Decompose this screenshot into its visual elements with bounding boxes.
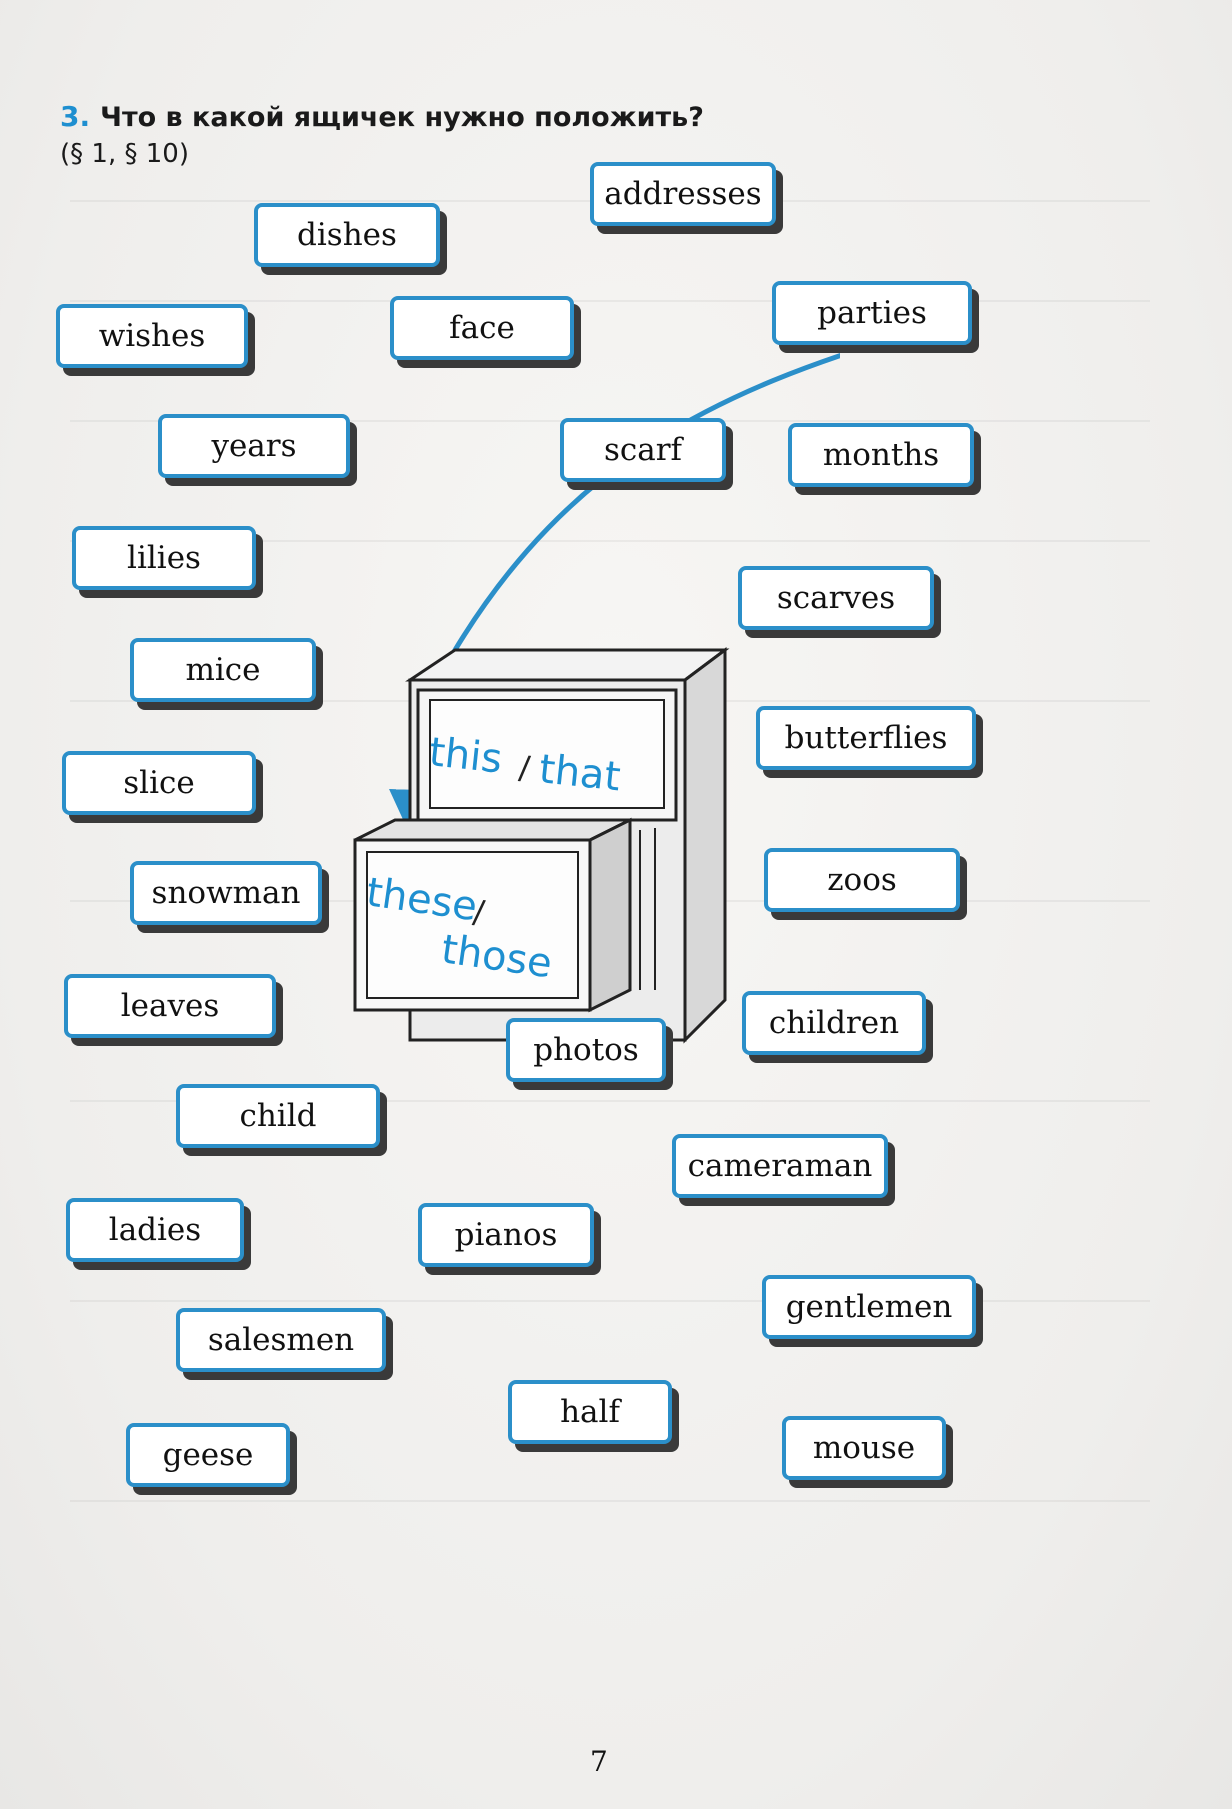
exercise-title: Что в какой ящичек нужно положить? [100,102,704,133]
word-card-months[interactable]: months [788,423,974,487]
word-card-butterflies[interactable]: butterflies [756,706,976,770]
word-card-addresses[interactable]: addresses [590,162,776,226]
page-number: 7 [590,1745,608,1778]
word-card-gentlemen[interactable]: gentlemen [762,1275,976,1339]
word-card-half[interactable]: half [508,1380,672,1444]
word-card-mouse[interactable]: mouse [782,1416,946,1480]
bleed-line [70,300,1150,302]
drawer-illustration: this / that these / those [353,352,840,1044]
bleed-line [70,1500,1150,1502]
word-card-mice[interactable]: mice [130,638,316,702]
word-card-pianos[interactable]: pianos [418,1203,594,1267]
bleed-line [70,1100,1150,1102]
top-drawer-label-separator: / [517,748,532,787]
word-card-snowman[interactable]: snowman [130,861,322,925]
word-card-leaves[interactable]: leaves [64,974,276,1038]
word-card-dishes[interactable]: dishes [254,203,440,267]
word-card-cameraman[interactable]: cameraman [672,1134,888,1198]
word-card-photos[interactable]: photos [506,1018,666,1082]
exercise-header: 3. Что в какой ящичек нужно положить? (§ … [60,100,704,169]
cabinet [353,647,730,1044]
word-card-parties[interactable]: parties [772,281,972,345]
word-card-slice[interactable]: slice [62,751,256,815]
word-card-scarf[interactable]: scarf [560,418,726,482]
top-drawer-label-this: this [427,729,504,782]
word-card-child[interactable]: child [176,1084,380,1148]
word-card-children[interactable]: children [742,991,926,1055]
word-card-lilies[interactable]: lilies [72,526,256,590]
word-card-geese[interactable]: geese [126,1423,290,1487]
exercise-references: (§ 1, § 10) [60,139,189,169]
word-card-salesmen[interactable]: salesmen [176,1308,386,1372]
word-card-years[interactable]: years [158,414,350,478]
word-card-zoos[interactable]: zoos [764,848,960,912]
bleed-line [70,540,1150,542]
word-card-face[interactable]: face [390,296,574,360]
top-drawer-label-that: that [537,746,623,800]
word-card-scarves[interactable]: scarves [738,566,934,630]
exercise-number: 3. [60,100,91,133]
word-card-ladies[interactable]: ladies [66,1198,244,1262]
word-card-wishes[interactable]: wishes [56,304,248,368]
bleed-line [70,1300,1150,1302]
